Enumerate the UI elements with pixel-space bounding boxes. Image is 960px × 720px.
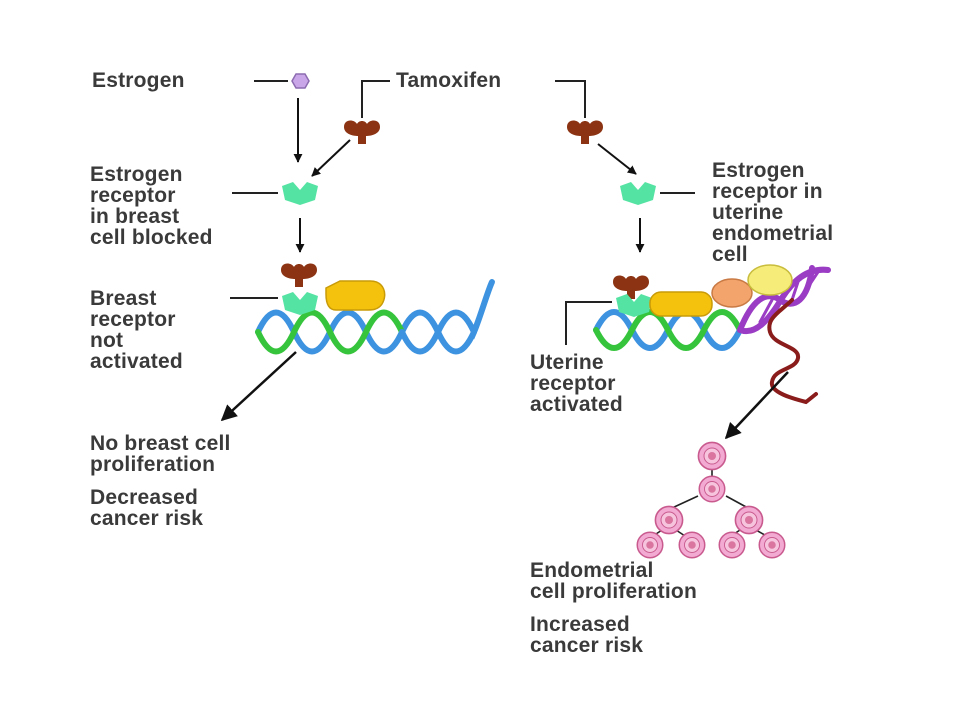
mrna-strand (767, 298, 818, 405)
dna-helix-icon (593, 265, 831, 351)
uterine-outcome-arrow (724, 371, 789, 440)
breast-risk-line-1: Decreased (90, 486, 199, 509)
breast-receptor-blocked-label: Estrogen receptor in breast cell blocked (90, 163, 213, 249)
cell-icon (678, 531, 706, 559)
tamoxifen-molecule-icon (567, 120, 603, 144)
estrogen-label: Estrogen (92, 69, 185, 92)
tamoxifen-label: Tamoxifen (396, 69, 502, 92)
tamoxifen-arrow-breast (311, 139, 351, 177)
breast-risk-line-2: cancer risk (90, 507, 204, 530)
cell-icon (654, 505, 684, 535)
receptor-hexagon-icon (620, 182, 656, 205)
cell-icon (758, 531, 786, 559)
tamoxifen-arrow-uterine (597, 143, 637, 175)
cell-icon (718, 531, 746, 559)
coactivator-shape (325, 280, 386, 311)
cell-icon (697, 441, 727, 471)
uterine-activated-label: Uterine receptor activated (530, 351, 623, 416)
breast-not-activated-label: Breast receptor not activated (90, 287, 183, 373)
receptor-hexagon-icon (282, 182, 318, 205)
tamoxifen-right-bracket (555, 80, 586, 118)
uterine-risk-line-1: Increased (530, 613, 630, 636)
uterine-risk-line-2: cancer risk (530, 634, 644, 657)
coactivator-shape (747, 264, 793, 296)
uterine-activated-leader (565, 301, 612, 345)
tamoxifen-left-bracket (361, 80, 390, 118)
coactivator-shape (711, 278, 753, 308)
breast-outcome-arrow (220, 351, 297, 422)
cell-icon (698, 475, 726, 503)
uterine-receptor-label: Estrogen receptor in uterine endometrial… (712, 159, 834, 266)
uterine-outcome-label: Endometrial cell proliferation Increased… (530, 559, 697, 657)
estrogen-hexagon-icon (291, 73, 310, 89)
dna-helix-icon (255, 279, 495, 355)
tamoxifen-molecule-icon (281, 263, 317, 287)
cell-icon (734, 505, 764, 535)
coactivator-shape (649, 291, 713, 317)
breast-outcome-label: No breast cell proliferation Decreased c… (90, 432, 231, 530)
cell-icon (636, 531, 664, 559)
